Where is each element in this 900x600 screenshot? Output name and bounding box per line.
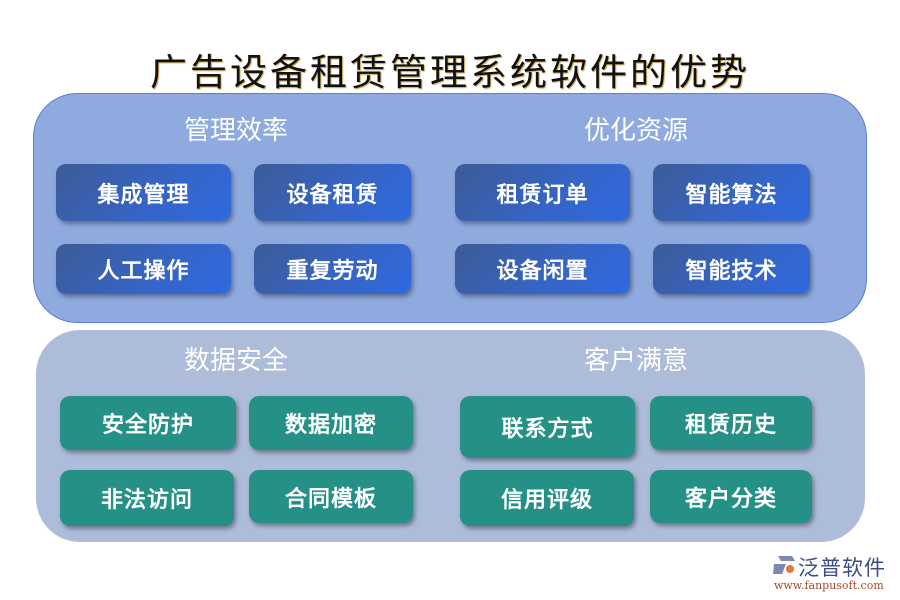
card-data-encryption: 数据加密 [249, 396, 413, 450]
card-illegal-access: 非法访问 [60, 470, 234, 526]
section-title-management-efficiency: 管理效率 [183, 116, 288, 146]
card-contract-template: 合同模板 [249, 470, 413, 523]
card-repetitive-labor: 重复劳动 [254, 244, 411, 294]
card-idle-equipment: 设备闲置 [455, 244, 630, 294]
card-rental-orders: 租赁订单 [455, 164, 630, 221]
card-customer-classification: 客户分类 [650, 470, 812, 523]
page-title: 广告设备租赁管理系统软件的优势 [150, 51, 750, 94]
section-title-data-security: 数据安全 [183, 346, 288, 376]
card-contact-info: 联系方式 [460, 396, 635, 458]
card-integrated-management: 集成管理 [56, 164, 231, 221]
section-title-optimize-resources: 优化资源 [583, 116, 688, 146]
card-smart-algorithm: 智能算法 [653, 164, 810, 221]
card-credit-rating: 信用评级 [460, 470, 634, 526]
card-smart-technology: 智能技术 [653, 244, 810, 294]
fanpu-logo-icon [773, 556, 795, 574]
fanpu-logo: 泛普软件 www.fanpusoft.com [766, 552, 896, 596]
card-manual-operation: 人工操作 [56, 244, 231, 294]
logo-url: www.fanpusoft.com [774, 579, 884, 592]
card-rental-history: 租赁历史 [650, 396, 812, 450]
logo-name: 泛普软件 [798, 556, 886, 580]
card-equipment-rental: 设备租赁 [254, 164, 411, 221]
section-title-customer-satisfaction: 客户满意 [583, 346, 688, 376]
card-security-protection: 安全防护 [60, 396, 236, 450]
